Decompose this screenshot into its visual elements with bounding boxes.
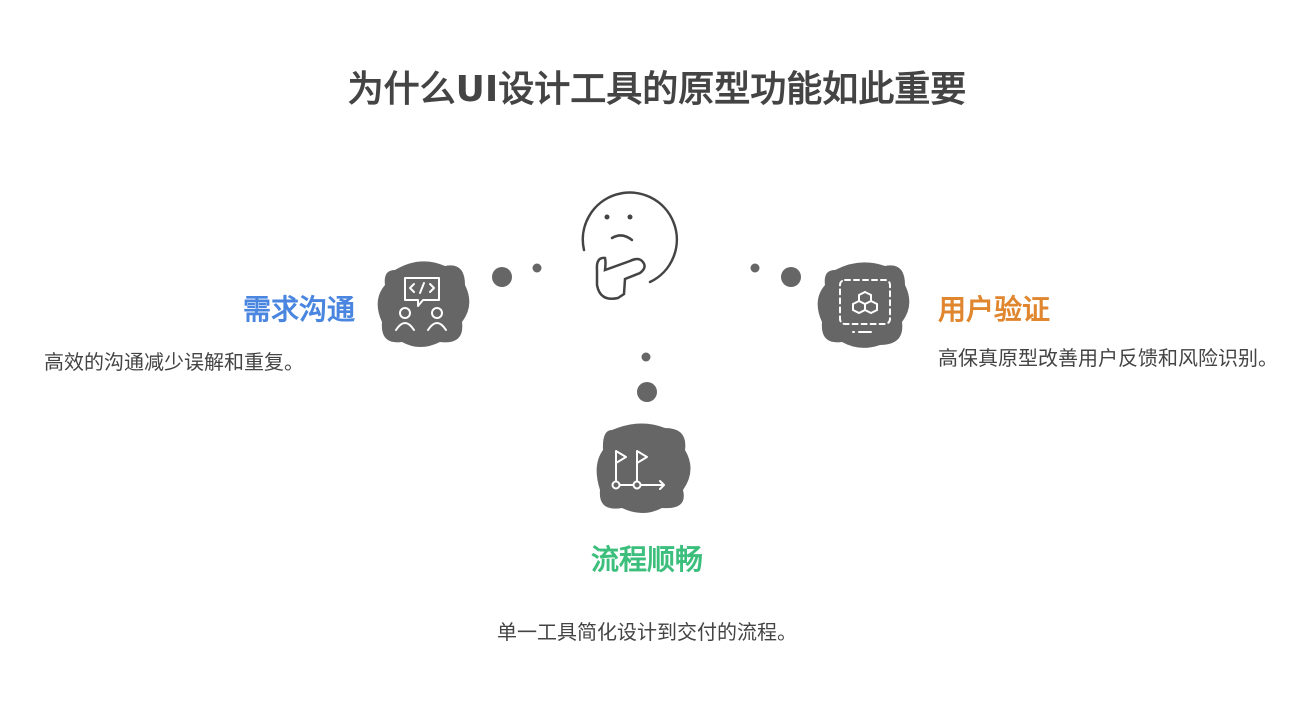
connector-dot: [637, 382, 657, 402]
connector-dot: [750, 263, 760, 273]
node-description-communication: 高效的沟通减少误解和重复。: [44, 350, 304, 374]
connector-dot: [641, 352, 651, 362]
cubes-frame-icon: [817, 262, 910, 348]
connector-dot: [781, 267, 801, 287]
code-chat-people-icon: [377, 261, 470, 347]
node-heading-user-validation: 用户验证: [938, 293, 1051, 326]
thinking-face-icon: [581, 191, 679, 300]
flags-timeline-icon: [596, 423, 691, 513]
node-heading-communication: 需求沟通: [242, 293, 355, 326]
node-description-user-validation: 高保真原型改善用户反馈和风险识别。: [938, 346, 1278, 370]
node-heading-smooth-workflow: 流程顺畅: [590, 543, 703, 576]
connector-dot: [492, 267, 512, 287]
diagram-title: 为什么UI设计工具的原型功能如此重要: [347, 69, 967, 110]
node-description-smooth-workflow: 单一工具简化设计到交付的流程。: [497, 620, 797, 644]
connector-dot: [532, 263, 542, 273]
